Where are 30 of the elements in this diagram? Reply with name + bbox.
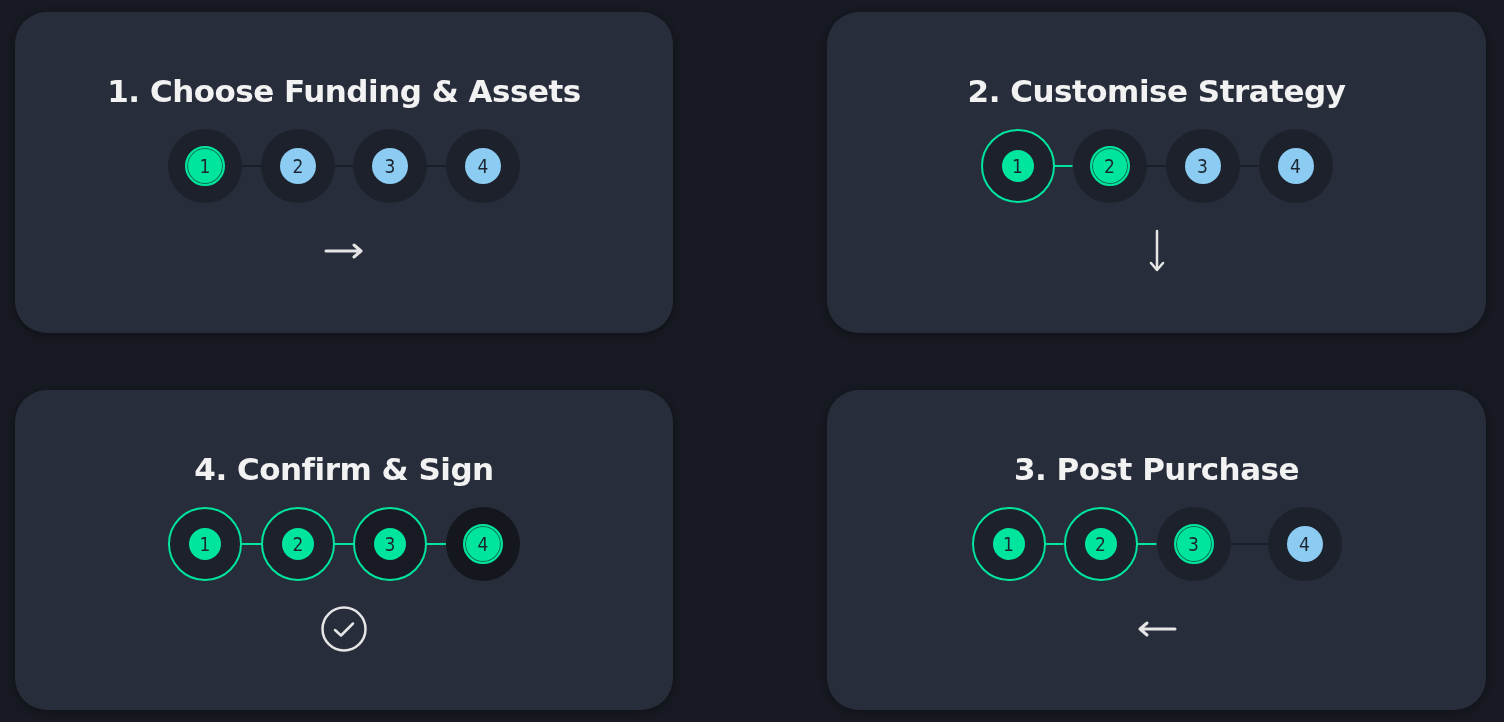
step-number: 2 (280, 148, 316, 184)
step-card (827, 12, 1486, 333)
step-number: 1 (189, 528, 221, 560)
connector-line (1136, 543, 1158, 545)
step-number: 2 (1084, 528, 1117, 560)
step-number: 3 (1184, 148, 1221, 184)
step-number: 2 (1089, 146, 1130, 186)
step-number: 1 (1001, 150, 1034, 182)
step-number: 3 (1173, 524, 1214, 564)
connector-line (426, 543, 447, 545)
connector-line (1053, 165, 1074, 167)
step-card (15, 390, 673, 710)
step-number: 2 (282, 528, 314, 560)
step-number: 3 (372, 148, 408, 184)
step-number: 3 (374, 528, 406, 560)
step-card (827, 390, 1486, 710)
step-number: 1 (185, 146, 225, 186)
step-number: 4 (463, 524, 503, 564)
step-number: 4 (465, 148, 501, 184)
step-number: 4 (1286, 526, 1323, 562)
card-title: 1. Choose Funding & Assets (107, 73, 581, 109)
step-number: 1 (992, 528, 1025, 560)
card-title: 4. Confirm & Sign (194, 451, 494, 487)
card-title: 3. Post Purchase (1013, 451, 1300, 487)
connector-line (241, 543, 262, 545)
step-number: 4 (1277, 148, 1314, 184)
connector-line (1044, 543, 1065, 545)
connector-line (334, 543, 354, 545)
step-card (15, 12, 673, 333)
card-title: 2. Customise Strategy (967, 73, 1346, 109)
